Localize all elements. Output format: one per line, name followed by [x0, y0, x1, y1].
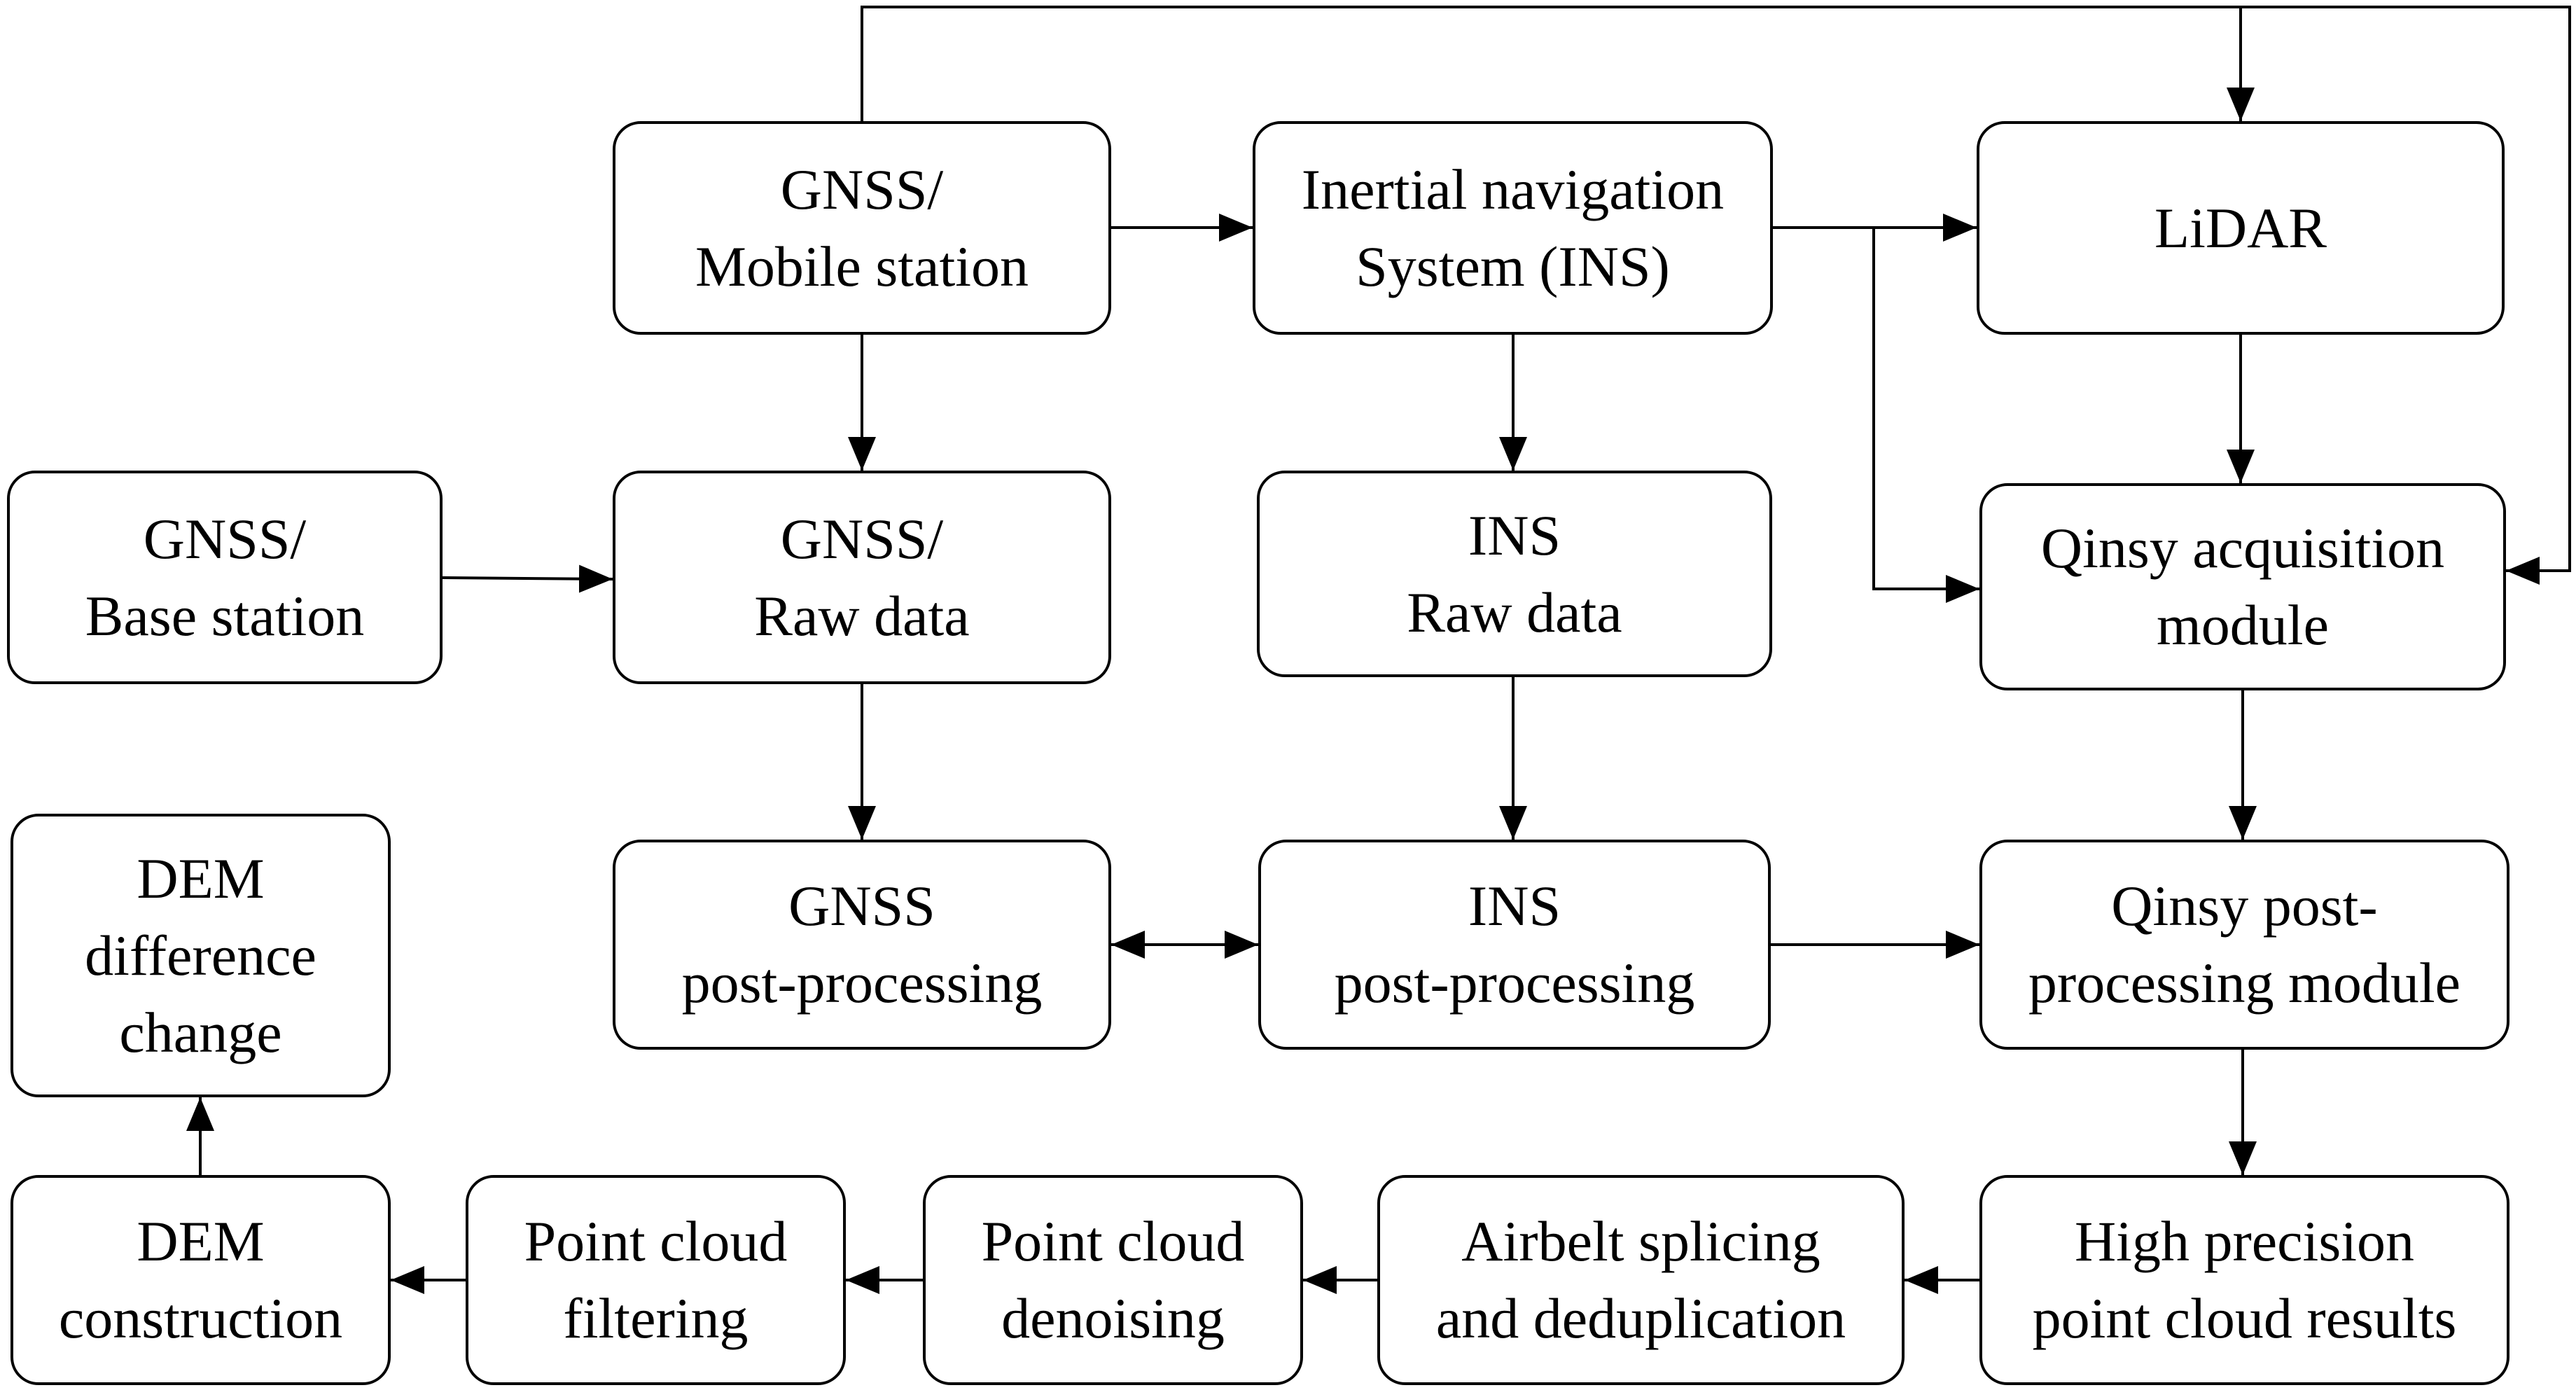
node-label-line: Qinsy post-	[2111, 874, 2378, 938]
arrow-gnss-mobile-to-qinsy-acq	[2241, 6, 2571, 585]
node-label-line: module	[2157, 593, 2329, 657]
high-precision-point-cloud-results-box: High precision point cloud results	[1979, 1175, 2509, 1385]
node-label-line: Qinsy acquisition	[2040, 516, 2445, 580]
point-cloud-denoising-box: Point cloud denoising	[923, 1175, 1303, 1385]
node-label-line: GNSS/	[143, 506, 307, 571]
node-label-line: point cloud results	[2032, 1286, 2457, 1350]
node-label-line: Base station	[85, 583, 365, 648]
node-label-line: INS	[1468, 503, 1561, 567]
node-label-line: post-processing	[681, 951, 1043, 1015]
gnss-raw-data-box: GNSS/ Raw data	[613, 471, 1111, 684]
node-label-line: Airbelt splicing	[1461, 1209, 1820, 1273]
ins-post-processing-box: INS post-processing	[1258, 840, 1771, 1050]
qinsy-acquisition-module-box: Qinsy acquisition module	[1979, 483, 2506, 690]
node-label-line: Point cloud	[524, 1209, 788, 1273]
ins-raw-data-box: INS Raw data	[1257, 471, 1772, 677]
node-label-line: change	[119, 1000, 282, 1064]
node-label-line: processing module	[2028, 951, 2461, 1015]
node-label-line: GNSS	[788, 874, 935, 938]
gnss-post-processing-box: GNSS post-processing	[613, 840, 1111, 1050]
arrow-gnss-mobile-to-lidar	[861, 6, 2255, 121]
node-label-line: LiDAR	[2154, 195, 2327, 260]
arrow-gnss-base-to-gnss-raw	[442, 564, 613, 593]
node-label-line: and deduplication	[1435, 1286, 1846, 1350]
node-label-line: filtering	[563, 1286, 749, 1350]
arrow-ins-to-qinsy-acq	[1773, 226, 1979, 603]
node-label-line: Point cloud	[981, 1209, 1245, 1273]
node-label-line: Inertial navigation	[1301, 157, 1725, 221]
gnss-base-station-box: GNSS/ Base station	[7, 471, 443, 684]
node-label-line: post-processing	[1334, 951, 1695, 1015]
node-label-line: High precision	[2074, 1209, 2415, 1273]
node-label-line: INS	[1468, 874, 1561, 938]
node-label-line: DEM	[137, 1209, 265, 1273]
node-label-line: Mobile station	[695, 234, 1029, 298]
node-label-line: GNSS/	[780, 506, 944, 571]
dem-construction-box: DEM construction	[11, 1175, 391, 1385]
gnss-mobile-station-box: GNSS/ Mobile station	[613, 121, 1111, 335]
node-label-line: Raw data	[754, 583, 970, 648]
qinsy-post-processing-module-box: Qinsy post- processing module	[1979, 840, 2509, 1050]
node-label-line: difference	[85, 923, 316, 987]
airbelt-splicing-deduplication-box: Airbelt splicing and deduplication	[1377, 1175, 1905, 1385]
inertial-navigation-system-box: Inertial navigation System (INS)	[1253, 121, 1773, 335]
node-label-line: construction	[58, 1286, 343, 1350]
node-label-line: denoising	[1001, 1286, 1225, 1350]
node-label-line: DEM	[137, 846, 265, 910]
point-cloud-filtering-box: Point cloud filtering	[466, 1175, 846, 1385]
node-label-line: System (INS)	[1356, 234, 1670, 298]
dem-difference-change-box: DEM difference change	[11, 814, 391, 1097]
node-label-line: Raw data	[1407, 580, 1622, 644]
node-label-line: GNSS/	[780, 157, 944, 221]
lidar-box: LiDAR	[1977, 121, 2505, 335]
